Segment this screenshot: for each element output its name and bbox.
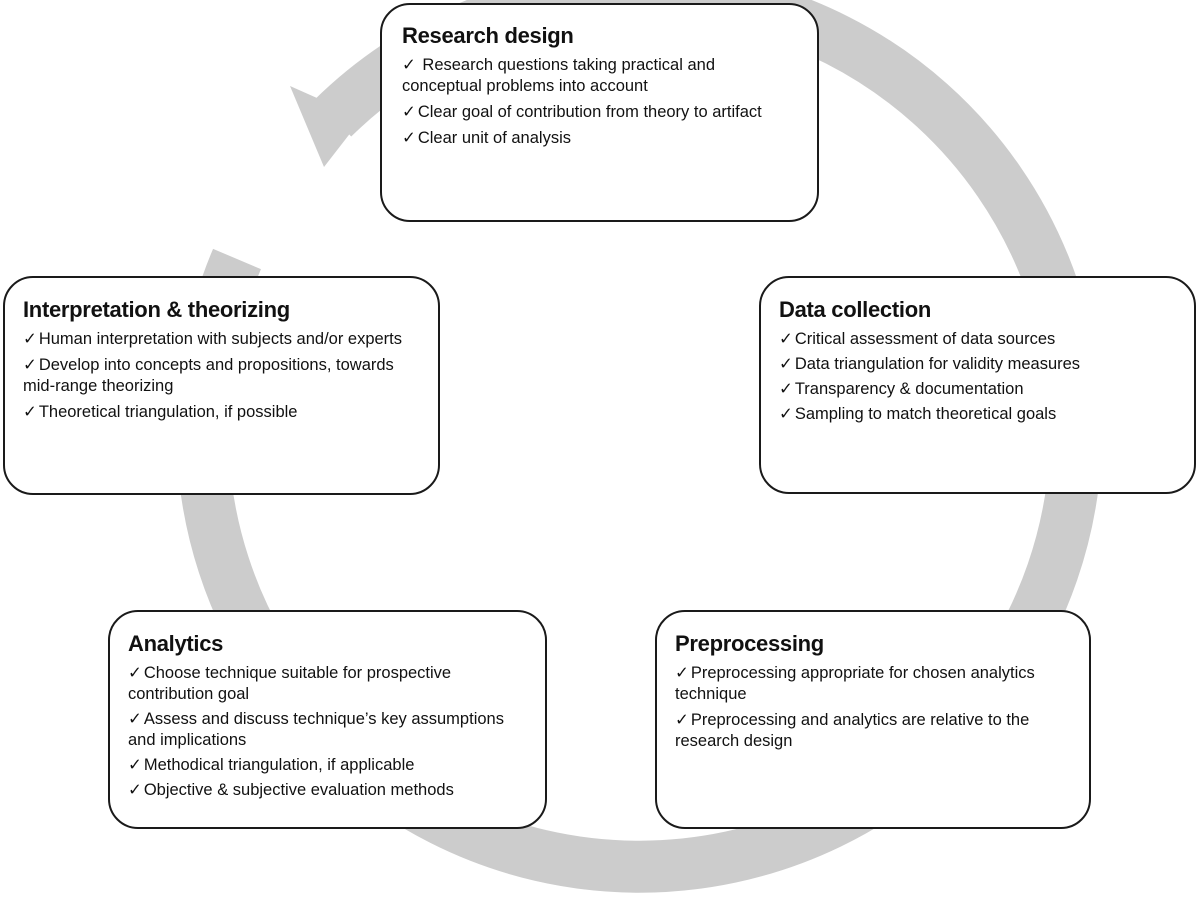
- checkmark-icon: ✓: [779, 405, 793, 423]
- checklist-item: ✓Transparency & documentation: [779, 379, 1176, 400]
- checklist-item-text: Theoretical triangulation, if possible: [38, 403, 298, 421]
- checklist-item-text: Human interpretation with subjects and/o…: [38, 330, 403, 348]
- checklist-item: ✓Data triangulation for validity measure…: [779, 354, 1176, 375]
- stage-interpretation-theorizing: Interpretation & theorizing ✓Human inter…: [3, 276, 440, 495]
- checklist-item-text: Develop into concepts and propositions, …: [23, 356, 394, 395]
- checklist-item: ✓Clear unit of analysis: [402, 128, 797, 149]
- checklist-item: ✓Develop into concepts and propositions,…: [23, 355, 420, 397]
- checklist-item-text: Clear goal of contribution from theory t…: [417, 103, 762, 121]
- checkmark-icon: ✓: [23, 403, 37, 421]
- checklist-item-text: Preprocessing appropriate for chosen ana…: [675, 664, 1035, 703]
- checklist-item: ✓Critical assessment of data sources: [779, 329, 1176, 350]
- stage-title: Interpretation & theorizing: [23, 297, 290, 322]
- stage-title: Analytics: [128, 631, 224, 656]
- stage-title: Data collection: [779, 297, 931, 322]
- checklist-item: ✓Preprocessing appropriate for chosen an…: [675, 663, 1071, 705]
- checklist-item-text: Choose technique suitable for prospectiv…: [128, 664, 452, 703]
- checklist-item-text: Research questions taking practical and …: [402, 56, 715, 95]
- checklist: ✓ Research questions taking practical an…: [402, 55, 797, 149]
- checkmark-icon: ✓: [779, 380, 793, 398]
- stage-analytics: Analytics ✓Choose technique suitable for…: [108, 610, 547, 829]
- checklist: ✓Choose technique suitable for prospecti…: [128, 663, 527, 801]
- checklist-item: ✓Preprocessing and analytics are relativ…: [675, 710, 1071, 752]
- checklist-item: ✓Methodical triangulation, if applicable: [128, 755, 527, 776]
- checklist-item: ✓Assess and discuss technique’s key assu…: [128, 709, 527, 751]
- stage-preprocessing: Preprocessing ✓Preprocessing appropriate…: [655, 610, 1091, 829]
- checkmark-icon: ✓: [402, 129, 416, 147]
- checklist-item-text: Data triangulation for validity measures: [794, 355, 1081, 373]
- checklist: ✓Human interpretation with subjects and/…: [23, 329, 420, 423]
- stage-title: Preprocessing: [675, 631, 824, 656]
- checkmark-icon: ✓: [779, 330, 793, 348]
- checkmark-icon: ✓: [675, 664, 689, 682]
- checklist-item-text: Methodical triangulation, if applicable: [143, 756, 415, 774]
- checkmark-icon: ✓: [128, 664, 142, 682]
- checklist-item: ✓Sampling to match theoretical goals: [779, 404, 1176, 425]
- checkmark-icon: ✓: [128, 781, 142, 799]
- checklist-item: ✓ Research questions taking practical an…: [402, 55, 797, 97]
- stage-title: Research design: [402, 23, 574, 48]
- checklist-item-text: Transparency & documentation: [794, 380, 1024, 398]
- checklist-item-text: Critical assessment of data sources: [794, 330, 1056, 348]
- stage-research-design: Research design ✓ Research questions tak…: [380, 3, 819, 222]
- checklist-item: ✓Human interpretation with subjects and/…: [23, 329, 420, 350]
- stage-data-collection: Data collection ✓Critical assessment of …: [759, 276, 1196, 494]
- checklist: ✓Critical assessment of data sources✓Dat…: [779, 329, 1176, 425]
- checklist-item-text: Clear unit of analysis: [417, 129, 571, 147]
- checklist-item-text: Preprocessing and analytics are relative…: [675, 711, 1030, 750]
- checkmark-icon: ✓: [675, 711, 689, 729]
- checkmark-icon: ✓: [23, 356, 37, 374]
- checklist-item-text: Objective & subjective evaluation method…: [143, 781, 454, 799]
- checklist-item: ✓Choose technique suitable for prospecti…: [128, 663, 527, 705]
- checklist-item-text: Assess and discuss technique’s key assum…: [128, 710, 504, 749]
- checklist-item-text: Sampling to match theoretical goals: [794, 405, 1057, 423]
- checkmark-icon: ✓: [128, 756, 142, 774]
- checklist-item: ✓Theoretical triangulation, if possible: [23, 402, 420, 423]
- checklist-item: ✓Objective & subjective evaluation metho…: [128, 780, 527, 801]
- checkmark-icon: ✓: [23, 330, 37, 348]
- checklist: ✓Preprocessing appropriate for chosen an…: [675, 663, 1071, 752]
- checkmark-icon: ✓: [128, 710, 142, 728]
- checklist-item: ✓Clear goal of contribution from theory …: [402, 102, 797, 123]
- checkmark-icon: ✓: [402, 103, 416, 121]
- checkmark-icon: ✓: [779, 355, 793, 373]
- cycle-arrowhead: [290, 86, 362, 167]
- checkmark-icon: ✓: [402, 56, 416, 74]
